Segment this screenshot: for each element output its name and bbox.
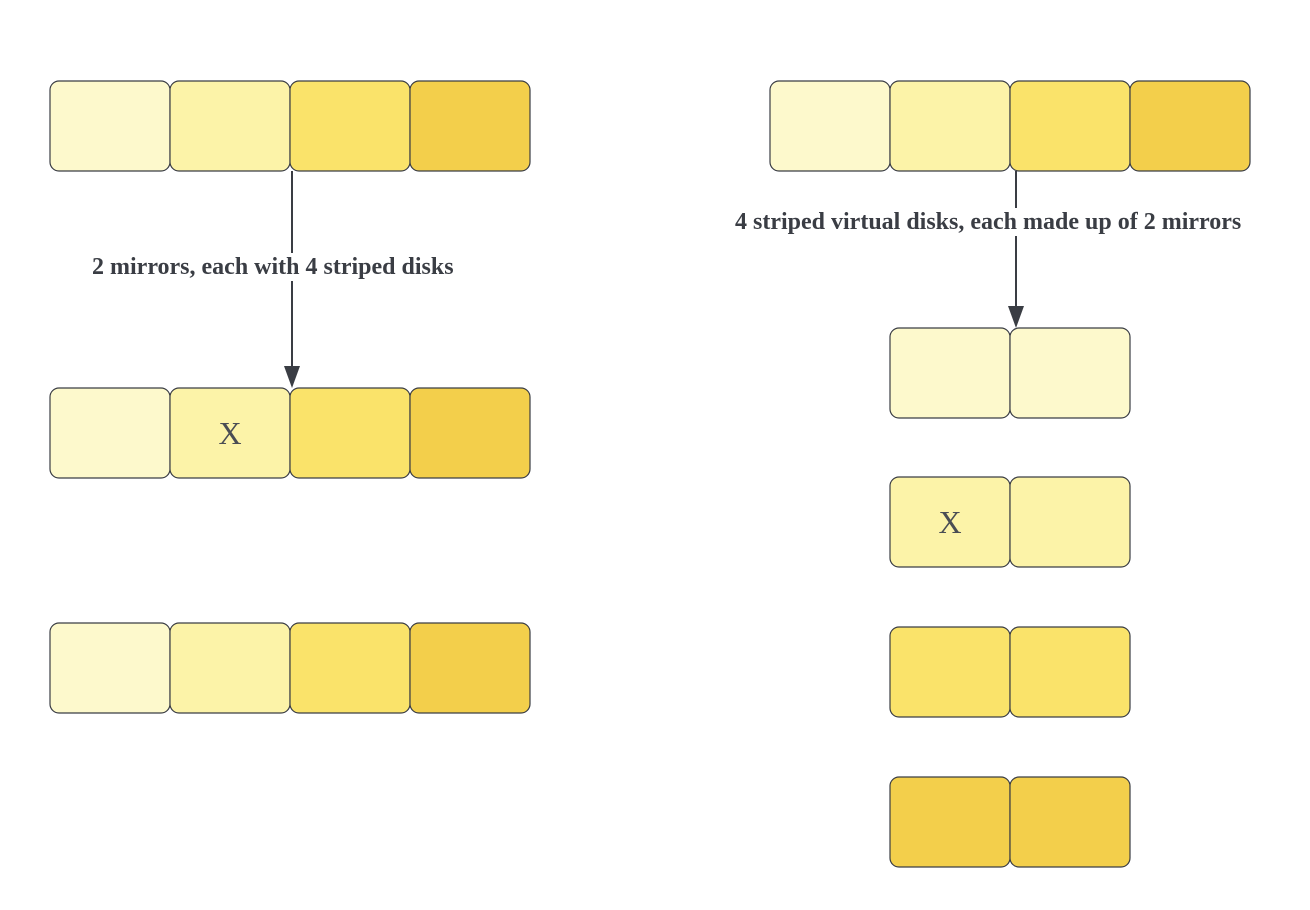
disk: [289, 387, 411, 479]
disk: [889, 626, 1011, 718]
disk: [49, 387, 171, 479]
disk: [889, 80, 1011, 172]
disk: [769, 80, 891, 172]
failed-disk-marker: X: [938, 504, 961, 540]
right-disk-group-2: [889, 327, 1131, 419]
disk: [49, 622, 171, 714]
disk: [1009, 626, 1131, 718]
disk: [1009, 476, 1131, 568]
right-disk-group-5: [889, 776, 1131, 868]
disk: [169, 622, 291, 714]
disk: [409, 80, 531, 172]
disk: [1009, 327, 1131, 419]
left-arrowhead: [284, 366, 300, 388]
disk: [289, 80, 411, 172]
disk: [889, 327, 1011, 419]
disk: [409, 622, 531, 714]
left-diagram: X: [49, 80, 531, 714]
right-caption: 4 striped virtual disks, each made up of…: [735, 208, 1242, 236]
disk: [169, 80, 291, 172]
left-disk-group-3: [49, 622, 531, 714]
failed-disk-marker: X: [218, 415, 241, 451]
left-caption: 2 mirrors, each with 4 striped disks: [92, 253, 454, 281]
right-arrowhead: [1008, 306, 1024, 328]
right-disk-group-1: [769, 80, 1251, 172]
right-disk-group-4: [889, 626, 1131, 718]
right-diagram: X: [769, 80, 1251, 868]
disk: [289, 622, 411, 714]
disk: [1009, 776, 1131, 868]
disk: [1129, 80, 1251, 172]
left-disk-group-2: X: [49, 387, 531, 479]
disk: [49, 80, 171, 172]
left-disk-group-1: [49, 80, 531, 172]
disk: [409, 387, 531, 479]
right-disk-group-3: X: [889, 476, 1131, 568]
disk: [889, 776, 1011, 868]
disk: [1009, 80, 1131, 172]
